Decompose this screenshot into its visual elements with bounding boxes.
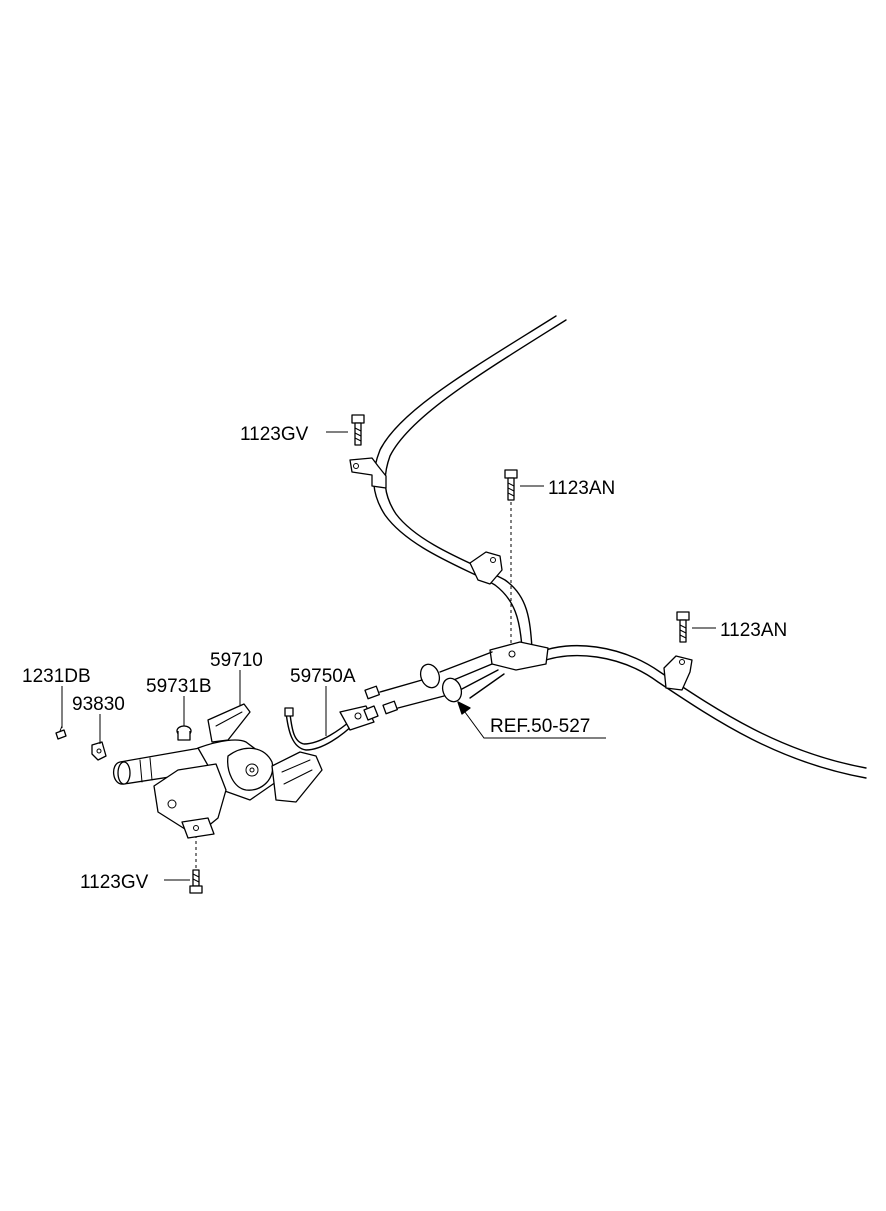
part-labels: 1123GV 1123AN 1123AN 1123GV 1231DB 93830… [22, 424, 787, 893]
rear-cable-left [349, 315, 567, 649]
label-bolt-bottom: 1123GV [80, 872, 149, 893]
bolt-top-left [351, 414, 365, 446]
bolt-top-mid [504, 469, 518, 646]
label-bushing: 59731B [146, 676, 212, 697]
clip-part [91, 741, 107, 761]
label-clip: 93830 [72, 694, 125, 715]
rear-cable-right [539, 644, 867, 779]
bolt-right [676, 611, 690, 643]
label-cable-switch: 59750A [290, 666, 356, 687]
label-reference: REF.50-527 [490, 716, 590, 737]
bushing-part [176, 725, 192, 741]
label-bolt-right: 1123AN [720, 620, 787, 641]
parking-brake-lever-assembly [113, 703, 323, 839]
equalizer [364, 641, 549, 715]
screw-part [55, 725, 67, 740]
label-bolt-top-mid: 1123AN [548, 478, 615, 499]
label-bolt-top-left: 1123GV [240, 424, 309, 445]
cable-switch-part [284, 705, 379, 751]
label-screw: 1231DB [22, 666, 91, 687]
bolt-bottom [189, 834, 203, 894]
label-lever-assembly: 59710 [210, 650, 263, 671]
leader-lines [61, 431, 716, 881]
